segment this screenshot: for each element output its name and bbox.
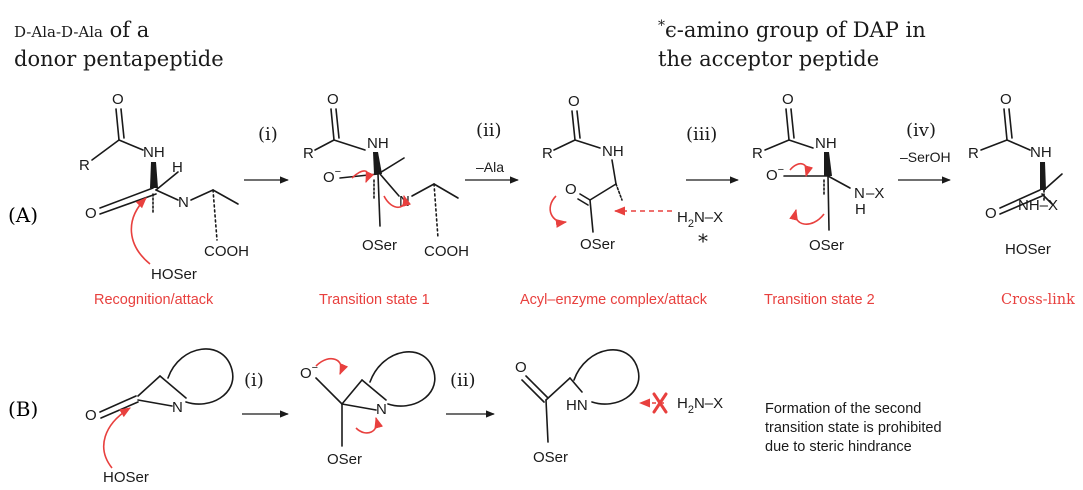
header-left-line1: D-Ala-D-Ala of a <box>14 18 149 42</box>
blocked-attack: H2N–X <box>638 392 723 416</box>
steric-hindrance-note: Formation of the second transition state… <box>765 401 942 455</box>
step-i-label: (i) <box>258 124 278 145</box>
header-left-line2: donor pentapeptide <box>14 47 224 71</box>
svg-text:O: O <box>985 205 997 222</box>
step-ii-label: (ii) <box>476 120 502 141</box>
svg-text:HN: HN <box>566 397 588 414</box>
svg-text:R: R <box>79 157 90 174</box>
svg-text:N: N <box>376 401 387 418</box>
svg-text:O−: O− <box>323 166 341 186</box>
structure-beta-lactam: O N HOSer <box>85 348 234 486</box>
structure-tetrahedral-intermediate: O− N OSer <box>300 351 436 468</box>
svg-text:R: R <box>968 145 979 162</box>
svg-text:Formation of the second: Formation of the second <box>765 401 921 417</box>
svg-text:R: R <box>303 145 314 162</box>
caption-transition-state-2: Transition state 2 <box>764 292 875 308</box>
panel-a-label: (A) <box>8 203 38 227</box>
svg-text:OSer: OSer <box>327 451 362 468</box>
star-marker: * <box>698 229 708 253</box>
structure-cross-link: O R NH O NH–X HOSer <box>968 91 1063 258</box>
svg-text:NH–X: NH–X <box>1018 197 1058 214</box>
header-right: *ϵ-amino group of DAP in the acceptor pe… <box>658 18 926 71</box>
svg-text:O: O <box>515 359 527 376</box>
header-right-line2: the acceptor peptide <box>658 47 879 71</box>
svg-text:N: N <box>854 185 865 202</box>
svg-text:HOSer: HOSer <box>151 266 197 283</box>
svg-text:due to steric hindrance: due to steric hindrance <box>765 439 912 455</box>
svg-text:OSer: OSer <box>580 236 615 253</box>
svg-text:H: H <box>172 159 183 176</box>
step-iv-condition: –SerOH <box>900 149 951 165</box>
svg-text:transition state is prohibited: transition state is prohibited <box>765 420 942 436</box>
svg-text:OSer: OSer <box>533 449 568 466</box>
svg-text:O: O <box>782 91 794 108</box>
svg-text:O: O <box>565 181 577 198</box>
svg-text:N: N <box>178 194 189 211</box>
svg-text:OSer: OSer <box>809 237 844 254</box>
caption-cross-link: Cross-link <box>1001 292 1075 308</box>
caption-recognition: Recognition/attack <box>94 292 214 308</box>
step-iii-label: (iii) <box>686 124 717 145</box>
svg-text:H2N–X: H2N–X <box>677 209 723 230</box>
svg-text:O: O <box>327 91 339 108</box>
svg-text:OSer: OSer <box>362 237 397 254</box>
svg-text:NH: NH <box>1030 144 1052 161</box>
svg-text:NH: NH <box>367 135 389 152</box>
svg-text:R: R <box>752 145 763 162</box>
step-iv-label: (iv) <box>906 120 936 141</box>
svg-text:HOSer: HOSer <box>103 469 149 486</box>
svg-text:N: N <box>172 399 183 416</box>
svg-text:O: O <box>85 407 97 424</box>
d-ala-d-ala-label: D-Ala-D-Ala <box>14 23 103 41</box>
svg-text:O−: O− <box>766 164 784 184</box>
structure-recognition: O R NH H O N COOH HOSer <box>79 91 249 283</box>
svg-text:–X: –X <box>866 185 884 202</box>
header-right-line1: *ϵ-amino group of DAP in <box>658 18 926 42</box>
caption-acyl-enzyme-complex: Acyl–enzyme complex/attack <box>520 292 708 308</box>
svg-text:H: H <box>855 201 866 218</box>
svg-text:O: O <box>85 205 97 222</box>
svg-text:O: O <box>1000 91 1012 108</box>
svg-text:NH: NH <box>143 144 165 161</box>
step-b-ii-label: (ii) <box>450 370 476 391</box>
svg-text:HOSer: HOSer <box>1005 241 1051 258</box>
svg-text:COOH: COOH <box>424 243 469 260</box>
structure-acyl-enzyme-complex: O R NH O OSer H2N–X * <box>542 93 723 253</box>
caption-transition-state-1: Transition state 1 <box>319 292 430 308</box>
svg-text:H2N–X: H2N–X <box>677 395 723 416</box>
svg-text:NH: NH <box>602 143 624 160</box>
step-b-i-label: (i) <box>244 370 264 391</box>
structure-penicilloyl-enzyme: O OSer HN <box>515 349 640 466</box>
svg-text:O−: O− <box>300 362 318 382</box>
blocked-x-icon <box>652 392 668 414</box>
structure-transition-state-1: O R NH O− N COOH OSer <box>303 91 469 260</box>
svg-text:NH: NH <box>815 135 837 152</box>
panel-b-label: (B) <box>8 397 38 421</box>
svg-text:O: O <box>568 93 580 110</box>
svg-text:O: O <box>112 91 124 108</box>
svg-text:COOH: COOH <box>204 243 249 260</box>
step-ii-condition: –Ala <box>476 159 504 175</box>
structure-transition-state-2: O R NH O− N –X H OSer <box>752 91 884 254</box>
svg-text:R: R <box>542 145 553 162</box>
header-left: D-Ala-D-Ala of a donor pentapeptide <box>14 18 224 71</box>
